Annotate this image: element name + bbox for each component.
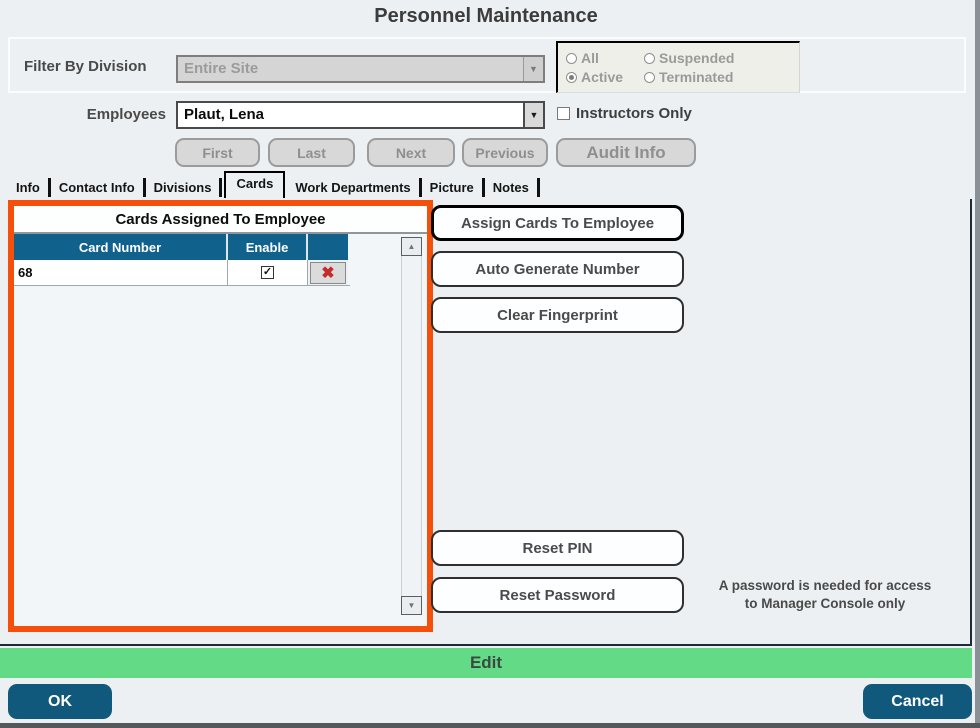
tab-separator: [536, 178, 540, 197]
password-note-line2: to Manager Console only: [744, 596, 906, 611]
tab-divisions[interactable]: Divisions: [153, 180, 212, 195]
radio-terminated-icon[interactable]: [644, 71, 655, 83]
cards-panel-title: Cards Assigned To Employee: [14, 206, 427, 234]
tab-info[interactable]: Info: [16, 180, 40, 195]
tab-picture[interactable]: Picture: [429, 180, 474, 195]
tab-separator: [219, 178, 223, 197]
table-row: 68 ✓ ✖: [14, 260, 350, 286]
last-button[interactable]: Last: [268, 138, 355, 167]
radio-suspended-label: Suspended: [659, 50, 735, 66]
radio-all[interactable]: All: [566, 50, 644, 66]
delete-cell: ✖: [308, 260, 348, 285]
window-border: [0, 723, 980, 728]
cards-table-header: Card Number Enable: [14, 234, 350, 260]
column-header-delete: [308, 234, 348, 260]
column-header-card-number: Card Number: [14, 234, 228, 260]
cards-scrollbar[interactable]: ▲ ▼: [401, 237, 422, 615]
employees-label: Employees: [86, 106, 166, 123]
ok-button[interactable]: OK: [8, 684, 112, 719]
assign-cards-button[interactable]: Assign Cards To Employee: [431, 205, 684, 241]
radio-all-icon[interactable]: [566, 52, 577, 64]
filter-panel: [8, 37, 966, 93]
first-button[interactable]: First: [175, 138, 260, 167]
filter-by-division-label: Filter By Division: [24, 58, 147, 75]
instructors-only-label: Instructors Only: [576, 105, 692, 122]
scroll-down-icon[interactable]: ▼: [401, 596, 422, 615]
tab-separator: [418, 178, 422, 197]
radio-suspended-icon[interactable]: [644, 52, 655, 64]
tab-separator: [47, 178, 51, 197]
radio-active[interactable]: Active: [566, 69, 644, 85]
cards-assigned-panel: Cards Assigned To Employee Card Number E…: [8, 200, 433, 632]
radio-active-icon[interactable]: [566, 71, 577, 83]
password-note: A password is needed for access to Manag…: [695, 577, 955, 613]
page-title: Personnel Maintenance: [374, 5, 598, 27]
radio-suspended[interactable]: Suspended: [644, 50, 799, 66]
reset-pin-button[interactable]: Reset PIN: [431, 530, 684, 566]
clear-fingerprint-button[interactable]: Clear Fingerprint: [431, 297, 684, 333]
window-border: [975, 0, 980, 728]
enable-checkbox[interactable]: ✓: [261, 266, 274, 279]
auto-generate-number-button[interactable]: Auto Generate Number: [431, 251, 684, 287]
delete-card-button[interactable]: ✖: [310, 261, 346, 284]
tab-page-border: [970, 199, 972, 646]
instructors-only-checkbox[interactable]: [557, 107, 570, 120]
status-radio-group: All Suspended Active Terminated: [556, 41, 800, 93]
employees-dropdown[interactable]: Plaut, Lena ▼: [176, 101, 545, 129]
division-dropdown-value: Entire Site: [184, 60, 259, 77]
previous-button[interactable]: Previous: [462, 138, 548, 167]
chevron-down-icon[interactable]: ▼: [523, 57, 543, 81]
tab-notes[interactable]: Notes: [492, 180, 529, 195]
audit-info-button[interactable]: Audit Info: [556, 138, 696, 167]
instructors-only-control[interactable]: Instructors Only: [557, 105, 692, 122]
card-number-cell[interactable]: 68: [14, 260, 228, 285]
tab-work-departments[interactable]: Work Departments: [295, 180, 411, 195]
enable-cell: ✓: [228, 260, 308, 285]
tab-separator: [142, 178, 146, 197]
edit-mode-bar: Edit: [0, 648, 972, 678]
tab-contact-info[interactable]: Contact Info: [58, 180, 135, 195]
tab-bar: Info Contact Info Divisions Cards Work D…: [8, 171, 540, 199]
division-dropdown[interactable]: Entire Site ▼: [176, 55, 545, 83]
reset-password-button[interactable]: Reset Password: [431, 577, 684, 613]
chevron-down-icon[interactable]: ▼: [523, 103, 543, 127]
employees-dropdown-value: Plaut, Lena: [184, 106, 265, 123]
radio-all-label: All: [581, 50, 599, 66]
column-header-enable: Enable: [228, 234, 308, 260]
radio-terminated-label: Terminated: [659, 69, 734, 85]
tab-separator: [481, 178, 485, 197]
scroll-up-icon[interactable]: ▲: [401, 237, 422, 256]
next-button[interactable]: Next: [367, 138, 455, 167]
tab-cards[interactable]: Cards: [224, 171, 286, 198]
tab-page-border: [0, 644, 972, 646]
radio-terminated[interactable]: Terminated: [644, 69, 799, 85]
radio-active-label: Active: [581, 69, 624, 85]
cancel-button[interactable]: Cancel: [863, 684, 972, 719]
password-note-line1: A password is needed for access: [718, 578, 932, 593]
delete-icon: ✖: [321, 264, 335, 282]
cards-table: Card Number Enable 68 ✓ ✖: [14, 234, 350, 286]
